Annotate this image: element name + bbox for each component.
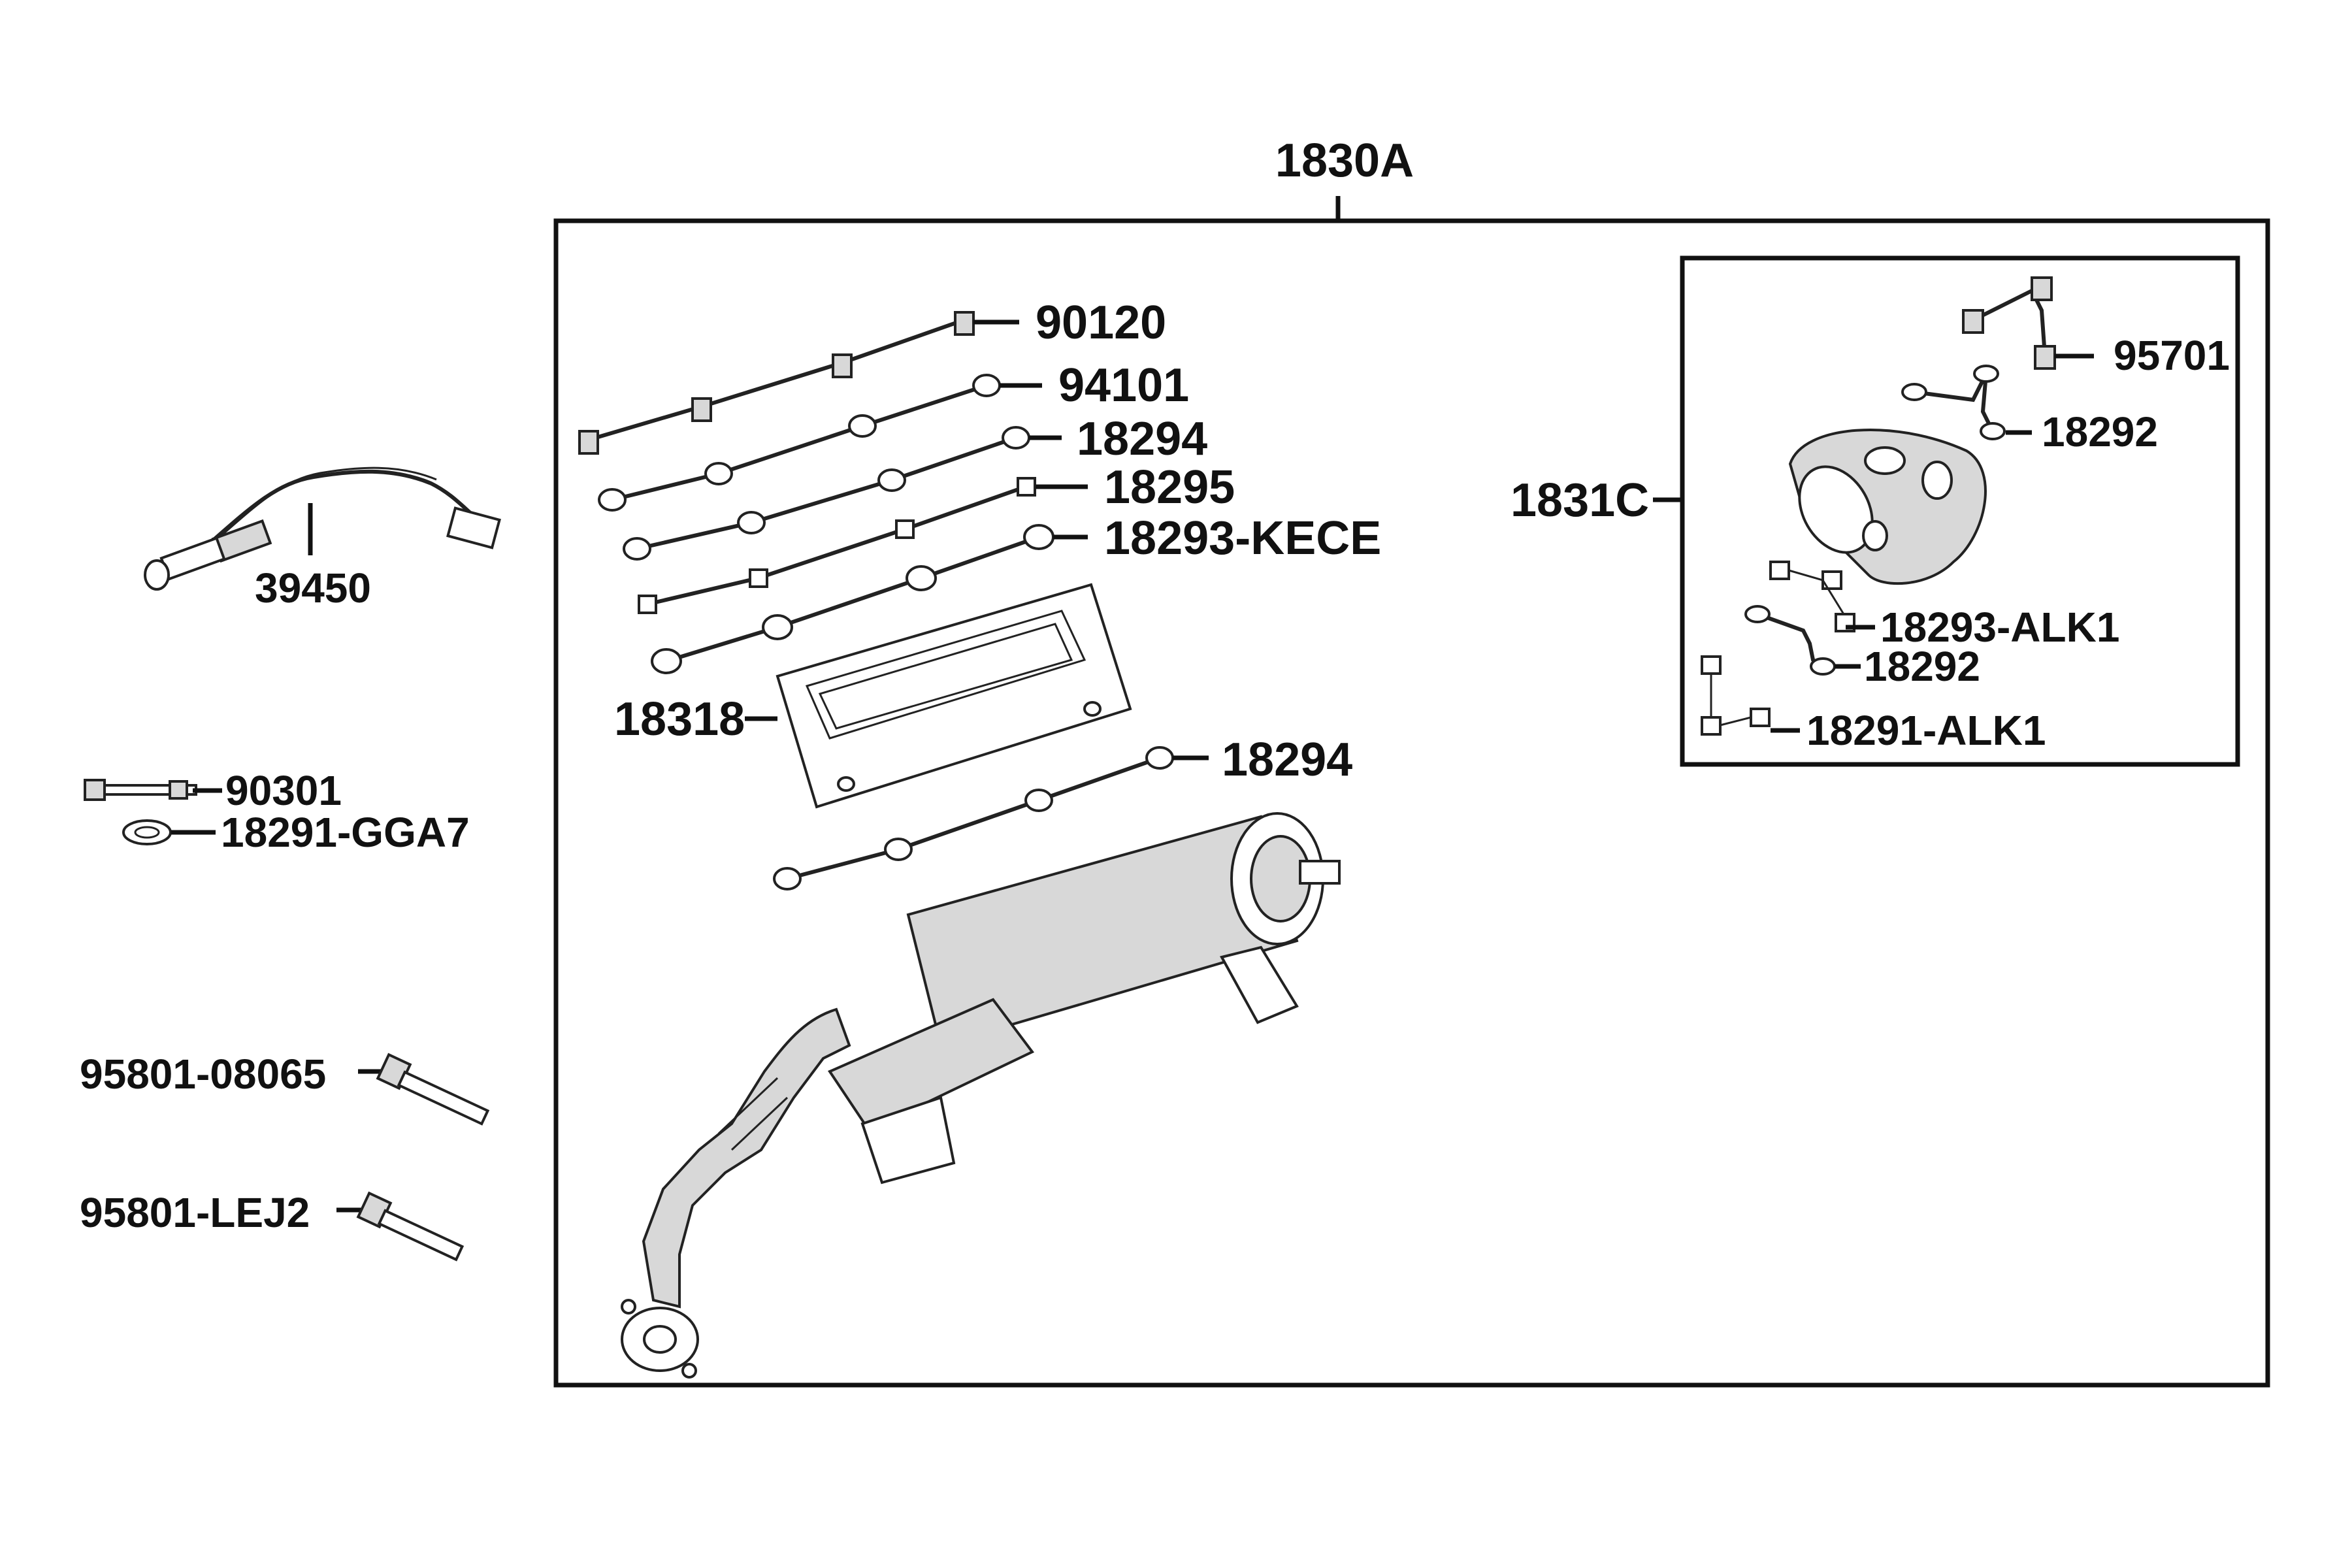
label-18292-top: 18292 xyxy=(2042,408,2158,455)
label-18318: 18318 xyxy=(614,693,745,745)
label-90301: 90301 xyxy=(225,767,342,814)
bolt-95801-lej2: 95801-LEJ2 xyxy=(80,1189,465,1262)
seal-18294-bottom: 18294 xyxy=(773,734,1352,890)
screws-90120: 90120 xyxy=(578,297,1166,455)
label-95701: 95701 xyxy=(2114,332,2230,379)
label-18292-lower: 18292 xyxy=(1864,643,1980,690)
gasket-18293-alk1: 18293-ALK1 xyxy=(1769,561,2119,651)
label-94101: 94101 xyxy=(1058,359,1189,412)
label-95801-lej2: 95801-LEJ2 xyxy=(80,1189,310,1236)
bracket-18292-lower: 18292 xyxy=(1744,605,1980,690)
assembly-callout-1830a: 1830A xyxy=(553,135,2270,1388)
nuts-94101: 94101 xyxy=(598,359,1189,512)
bolts-95701: 95701 xyxy=(1962,276,2230,379)
label-18294-bottom: 18294 xyxy=(1222,734,1352,786)
heat-shield-18318: 18318 xyxy=(614,583,1132,809)
bracket-18292-top: 18292 xyxy=(1901,365,2158,455)
seal-18294-top: 18294 xyxy=(623,413,1207,561)
oxygen-sensor-39450: 39450 xyxy=(144,466,501,612)
label-90120: 90120 xyxy=(1036,297,1166,349)
muffler-body xyxy=(621,812,1341,1379)
label-18293-alk1: 18293-ALK1 xyxy=(1880,604,2119,651)
label-18294-top: 18294 xyxy=(1077,413,1207,465)
washer-18291-gga7: 18291-GGA7 xyxy=(122,809,470,856)
bolt-90301: 90301 xyxy=(84,767,342,814)
sub-assembly-1831c: 1831C xyxy=(1511,255,2240,767)
label-95801-08065: 95801-08065 xyxy=(80,1051,326,1098)
muffler-end-cap xyxy=(1788,429,1987,585)
label-18291-gga7: 18291-GGA7 xyxy=(221,809,470,856)
label-18293-kece: 18293-KECE xyxy=(1104,512,1381,564)
clamp-18295: 18295 xyxy=(638,461,1235,614)
label-18291-alk1: 18291-ALK1 xyxy=(1806,707,2046,754)
washer-18291-alk1: 18291-ALK1 xyxy=(1701,655,2046,754)
label-1830a: 1830A xyxy=(1275,135,1414,187)
label-1831c: 1831C xyxy=(1511,474,1649,527)
label-39450: 39450 xyxy=(255,564,371,612)
label-18295: 18295 xyxy=(1104,461,1235,514)
bolt-95801-08065: 95801-08065 xyxy=(80,1051,490,1126)
gasket-18293-kece: 18293-KECE xyxy=(651,512,1381,674)
